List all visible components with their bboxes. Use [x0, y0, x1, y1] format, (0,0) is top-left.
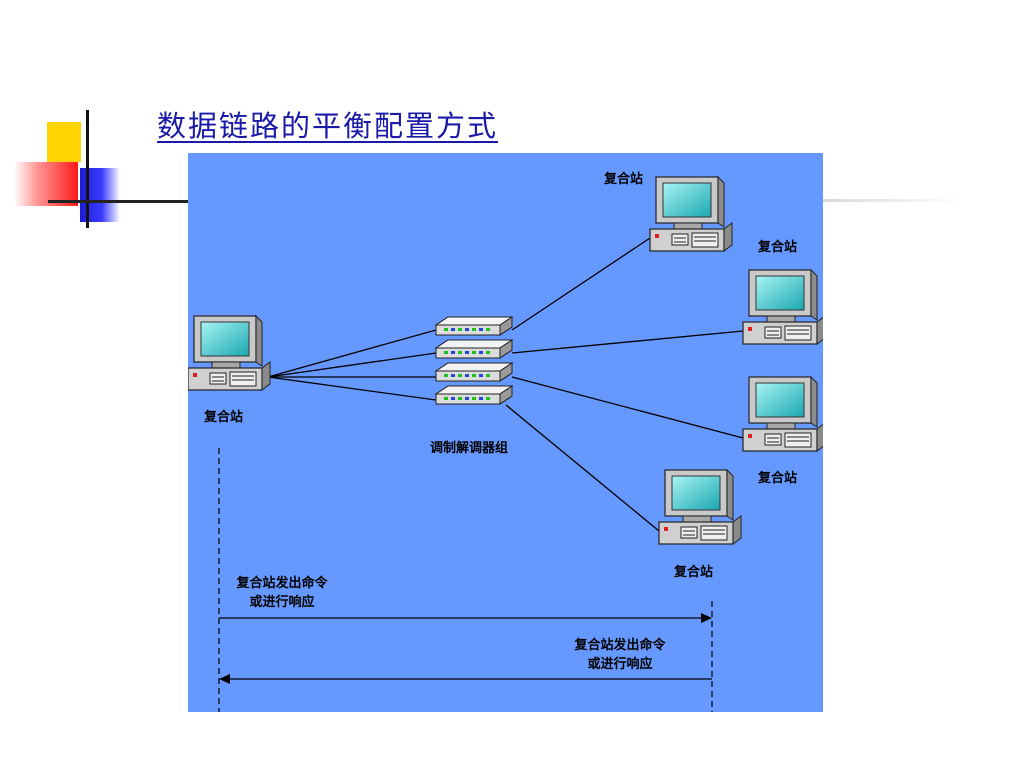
station-bottom [658, 469, 742, 545]
arrow-left-label-line2: 或进行响应 [587, 656, 652, 672]
modem-4 [435, 385, 513, 405]
modem-3 [435, 362, 513, 382]
station-top [649, 176, 733, 252]
station-label-top: 复合站 [603, 171, 643, 187]
decor-red-square [14, 162, 78, 206]
modem-group-label: 调制解调器组 [430, 440, 508, 456]
arrow-right-label-line1: 复合站发出命令 [235, 575, 328, 591]
arrow-right [219, 613, 712, 623]
remote-station-links [505, 237, 744, 532]
station-label-right1: 复合站 [757, 239, 797, 255]
station-right1 [742, 269, 823, 345]
decor-fade-line [823, 199, 963, 202]
station-label-right2: 复合站 [757, 470, 797, 486]
arrow-left [219, 674, 712, 684]
decor-yellow-square [47, 122, 81, 162]
arrow-left-label-line1: 复合站发出命令 [573, 637, 666, 653]
station-right2 [742, 376, 823, 452]
station-label-left: 复合站 [203, 409, 243, 425]
station-left [188, 315, 271, 391]
arrow-right-label-line2: 或进行响应 [249, 594, 314, 610]
decor-horizontal-line [48, 200, 188, 203]
left-station-links [267, 329, 437, 401]
station-label-bottom: 复合站 [673, 564, 713, 580]
balanced-link-diagram: 调制解调器组 复合站 复合站 复合站 复合站 复合站 复合站发出命令 或进行响应… [188, 153, 823, 712]
decor-vertical-line [86, 110, 89, 228]
modem-2 [435, 339, 513, 359]
modem-1 [435, 316, 513, 336]
slide-title: 数据链路的平衡配置方式 [157, 109, 499, 143]
